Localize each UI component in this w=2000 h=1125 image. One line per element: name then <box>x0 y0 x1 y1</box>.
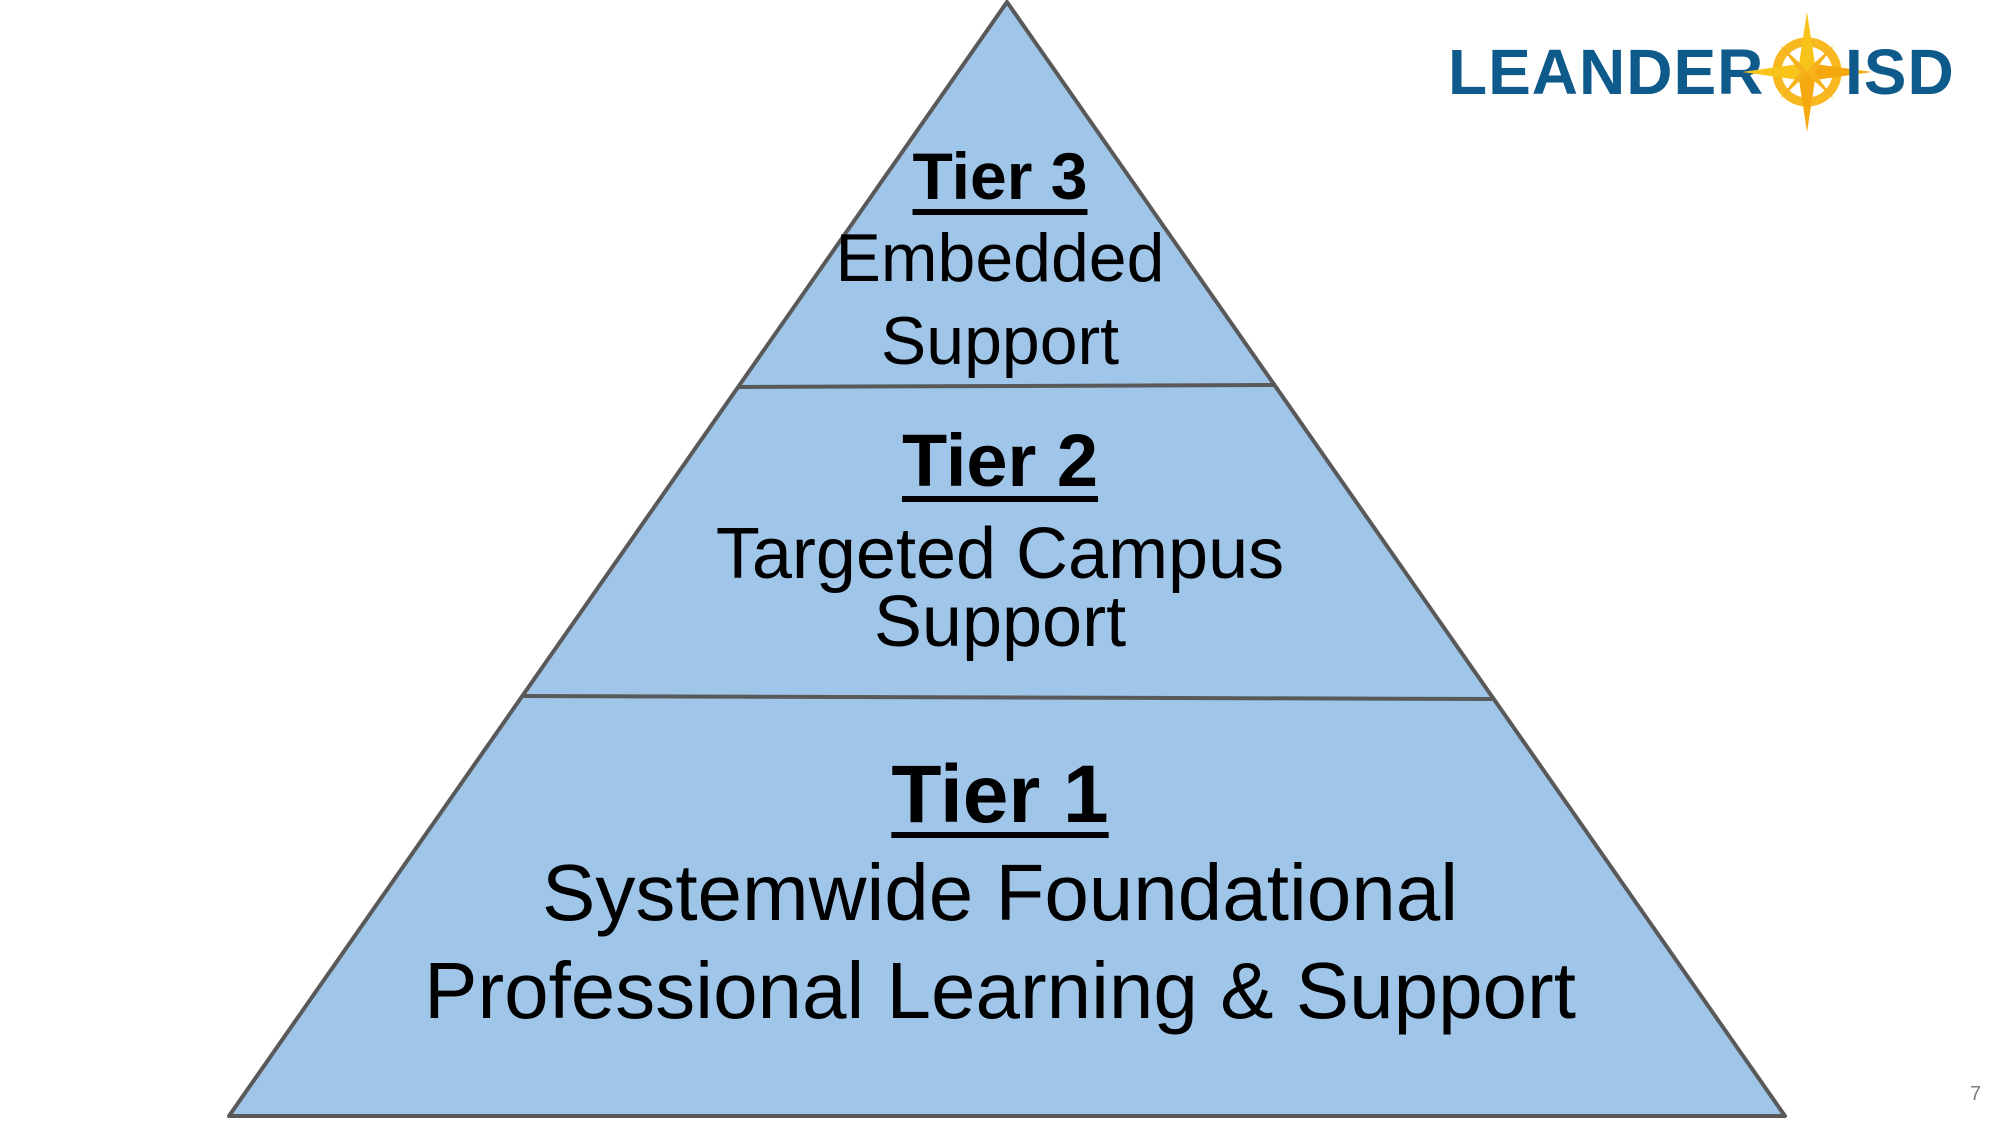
tier-3-line-2: Support <box>880 303 1120 379</box>
logo-text-isd: ISD <box>1845 36 1955 108</box>
tier-2-line-1: Targeted Campus <box>715 514 1285 594</box>
tier-3-title: Tier 3 <box>912 139 1088 213</box>
tier-3-line-1: Embedded <box>835 220 1165 296</box>
tier-divider-3-2 <box>736 383 1277 389</box>
page-number: 7 <box>1970 1083 1982 1105</box>
pyramid-shape <box>227 0 1787 1118</box>
tier-2-line-2: Support <box>873 582 1127 662</box>
logo-text-leander: LEANDER <box>1448 36 1765 108</box>
tier-1-line-1: Systemwide Foundational <box>541 848 1459 937</box>
tier-2-title: Tier 2 <box>901 419 1099 502</box>
tier-1-line-2: Professional Learning & Support <box>424 946 1576 1035</box>
compass-star-icon <box>1742 12 1872 132</box>
tier-1-title: Tier 1 <box>891 749 1109 840</box>
tier-divider-2-1 <box>523 694 1493 701</box>
